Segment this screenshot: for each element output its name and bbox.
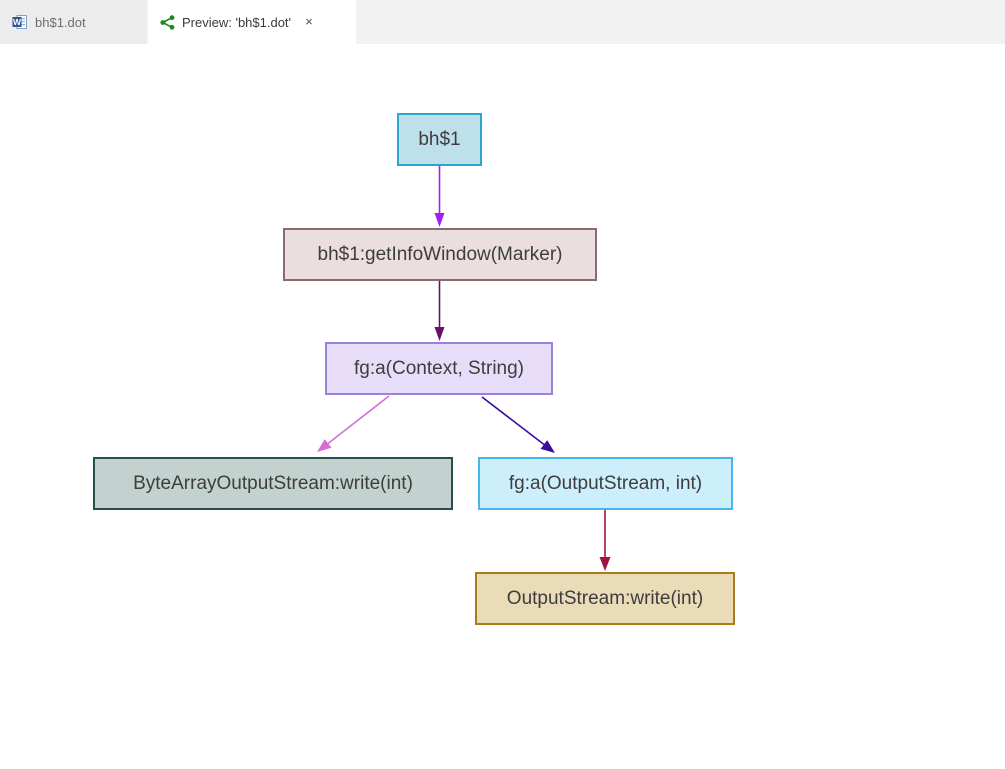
graph-preview-icon: [160, 14, 175, 30]
graph-node-bytearrayoutputstream-write: ByteArrayOutputStream:write(int): [93, 457, 453, 510]
node-label: bh$1:getInfoWindow(Marker): [317, 243, 563, 265]
tab-bh1-dot[interactable]: W bh$1.dot: [0, 0, 146, 44]
word-file-icon: W: [12, 14, 28, 30]
edge-fg-a-output-to-outputstream: [599, 510, 611, 571]
graph-edges: [317, 166, 611, 571]
edge-fg-a-context-to-fg-a-output: [481, 396, 555, 453]
node-label: fg:a(Context, String): [353, 357, 525, 379]
graph-preview-canvas: bh$1 bh$1:getInfoWindow(Marker) fg:a(Con…: [0, 44, 1005, 769]
graph-node-bh1: bh$1: [397, 113, 482, 166]
tab-label: Preview: 'bh$1.dot': [182, 14, 292, 30]
tab-preview-bh1-dot[interactable]: Preview: 'bh$1.dot' ×: [148, 0, 356, 44]
node-label: bh$1: [418, 128, 461, 150]
close-tab-icon[interactable]: ×: [305, 14, 313, 29]
edge-bh1-to-getinfowindow: [434, 166, 445, 227]
tab-label: bh$1.dot: [35, 14, 86, 30]
node-label: fg:a(OutputStream, int): [508, 472, 703, 494]
edge-getinfowindow-to-fg-a-context: [434, 281, 445, 341]
graph-node-fg-a-context-string: fg:a(Context, String): [325, 342, 553, 395]
edge-fg-a-context-to-bytearray: [317, 395, 390, 452]
tab-bar: W bh$1.dot Preview: 'bh$1.dot' ×: [0, 0, 1005, 44]
graph-node-fg-a-outputstream-int: fg:a(OutputStream, int): [478, 457, 733, 510]
graph-node-getinfowindow: bh$1:getInfoWindow(Marker): [283, 228, 597, 281]
svg-text:W: W: [13, 17, 22, 27]
node-label: ByteArrayOutputStream:write(int): [133, 472, 413, 494]
node-label: OutputStream:write(int): [506, 587, 704, 609]
graph-node-outputstream-write: OutputStream:write(int): [475, 572, 735, 625]
